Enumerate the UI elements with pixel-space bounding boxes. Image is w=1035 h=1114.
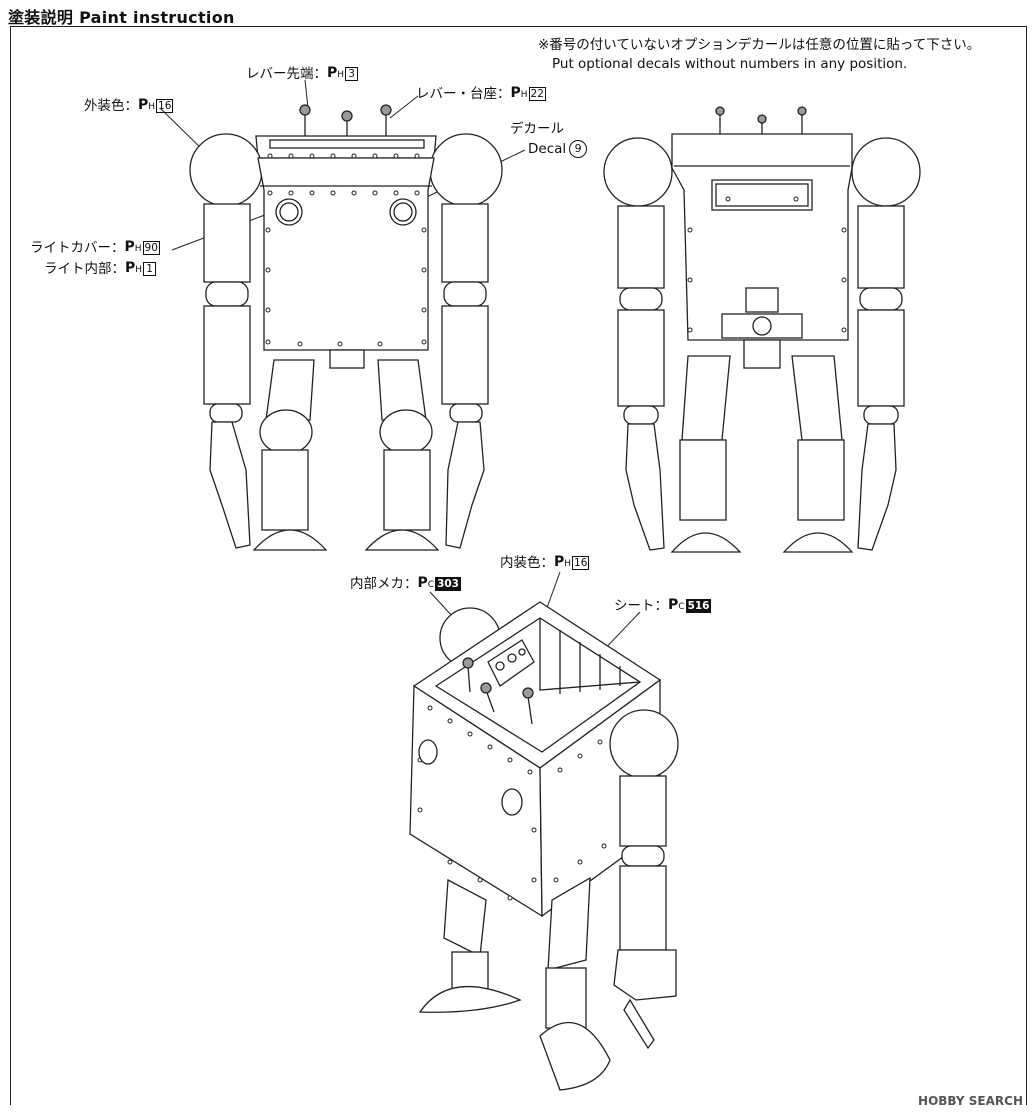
- label-decal-jp: デカール: [510, 121, 564, 137]
- front-view-robot: [159, 79, 526, 551]
- back-view-robot: [603, 106, 921, 553]
- isometric-view-robot: [409, 571, 679, 1091]
- watermark: HOBBY SEARCH: [918, 1094, 1023, 1108]
- page-frame: [10, 26, 1027, 1105]
- decal-note-en: Put optional decals without numbers in a…: [552, 56, 908, 72]
- page-title: 塗装説明 Paint instruction: [8, 8, 235, 27]
- decal-note-jp: ※番号の付いていないオプションデカールは任意の位置に貼って下さい。: [538, 37, 981, 53]
